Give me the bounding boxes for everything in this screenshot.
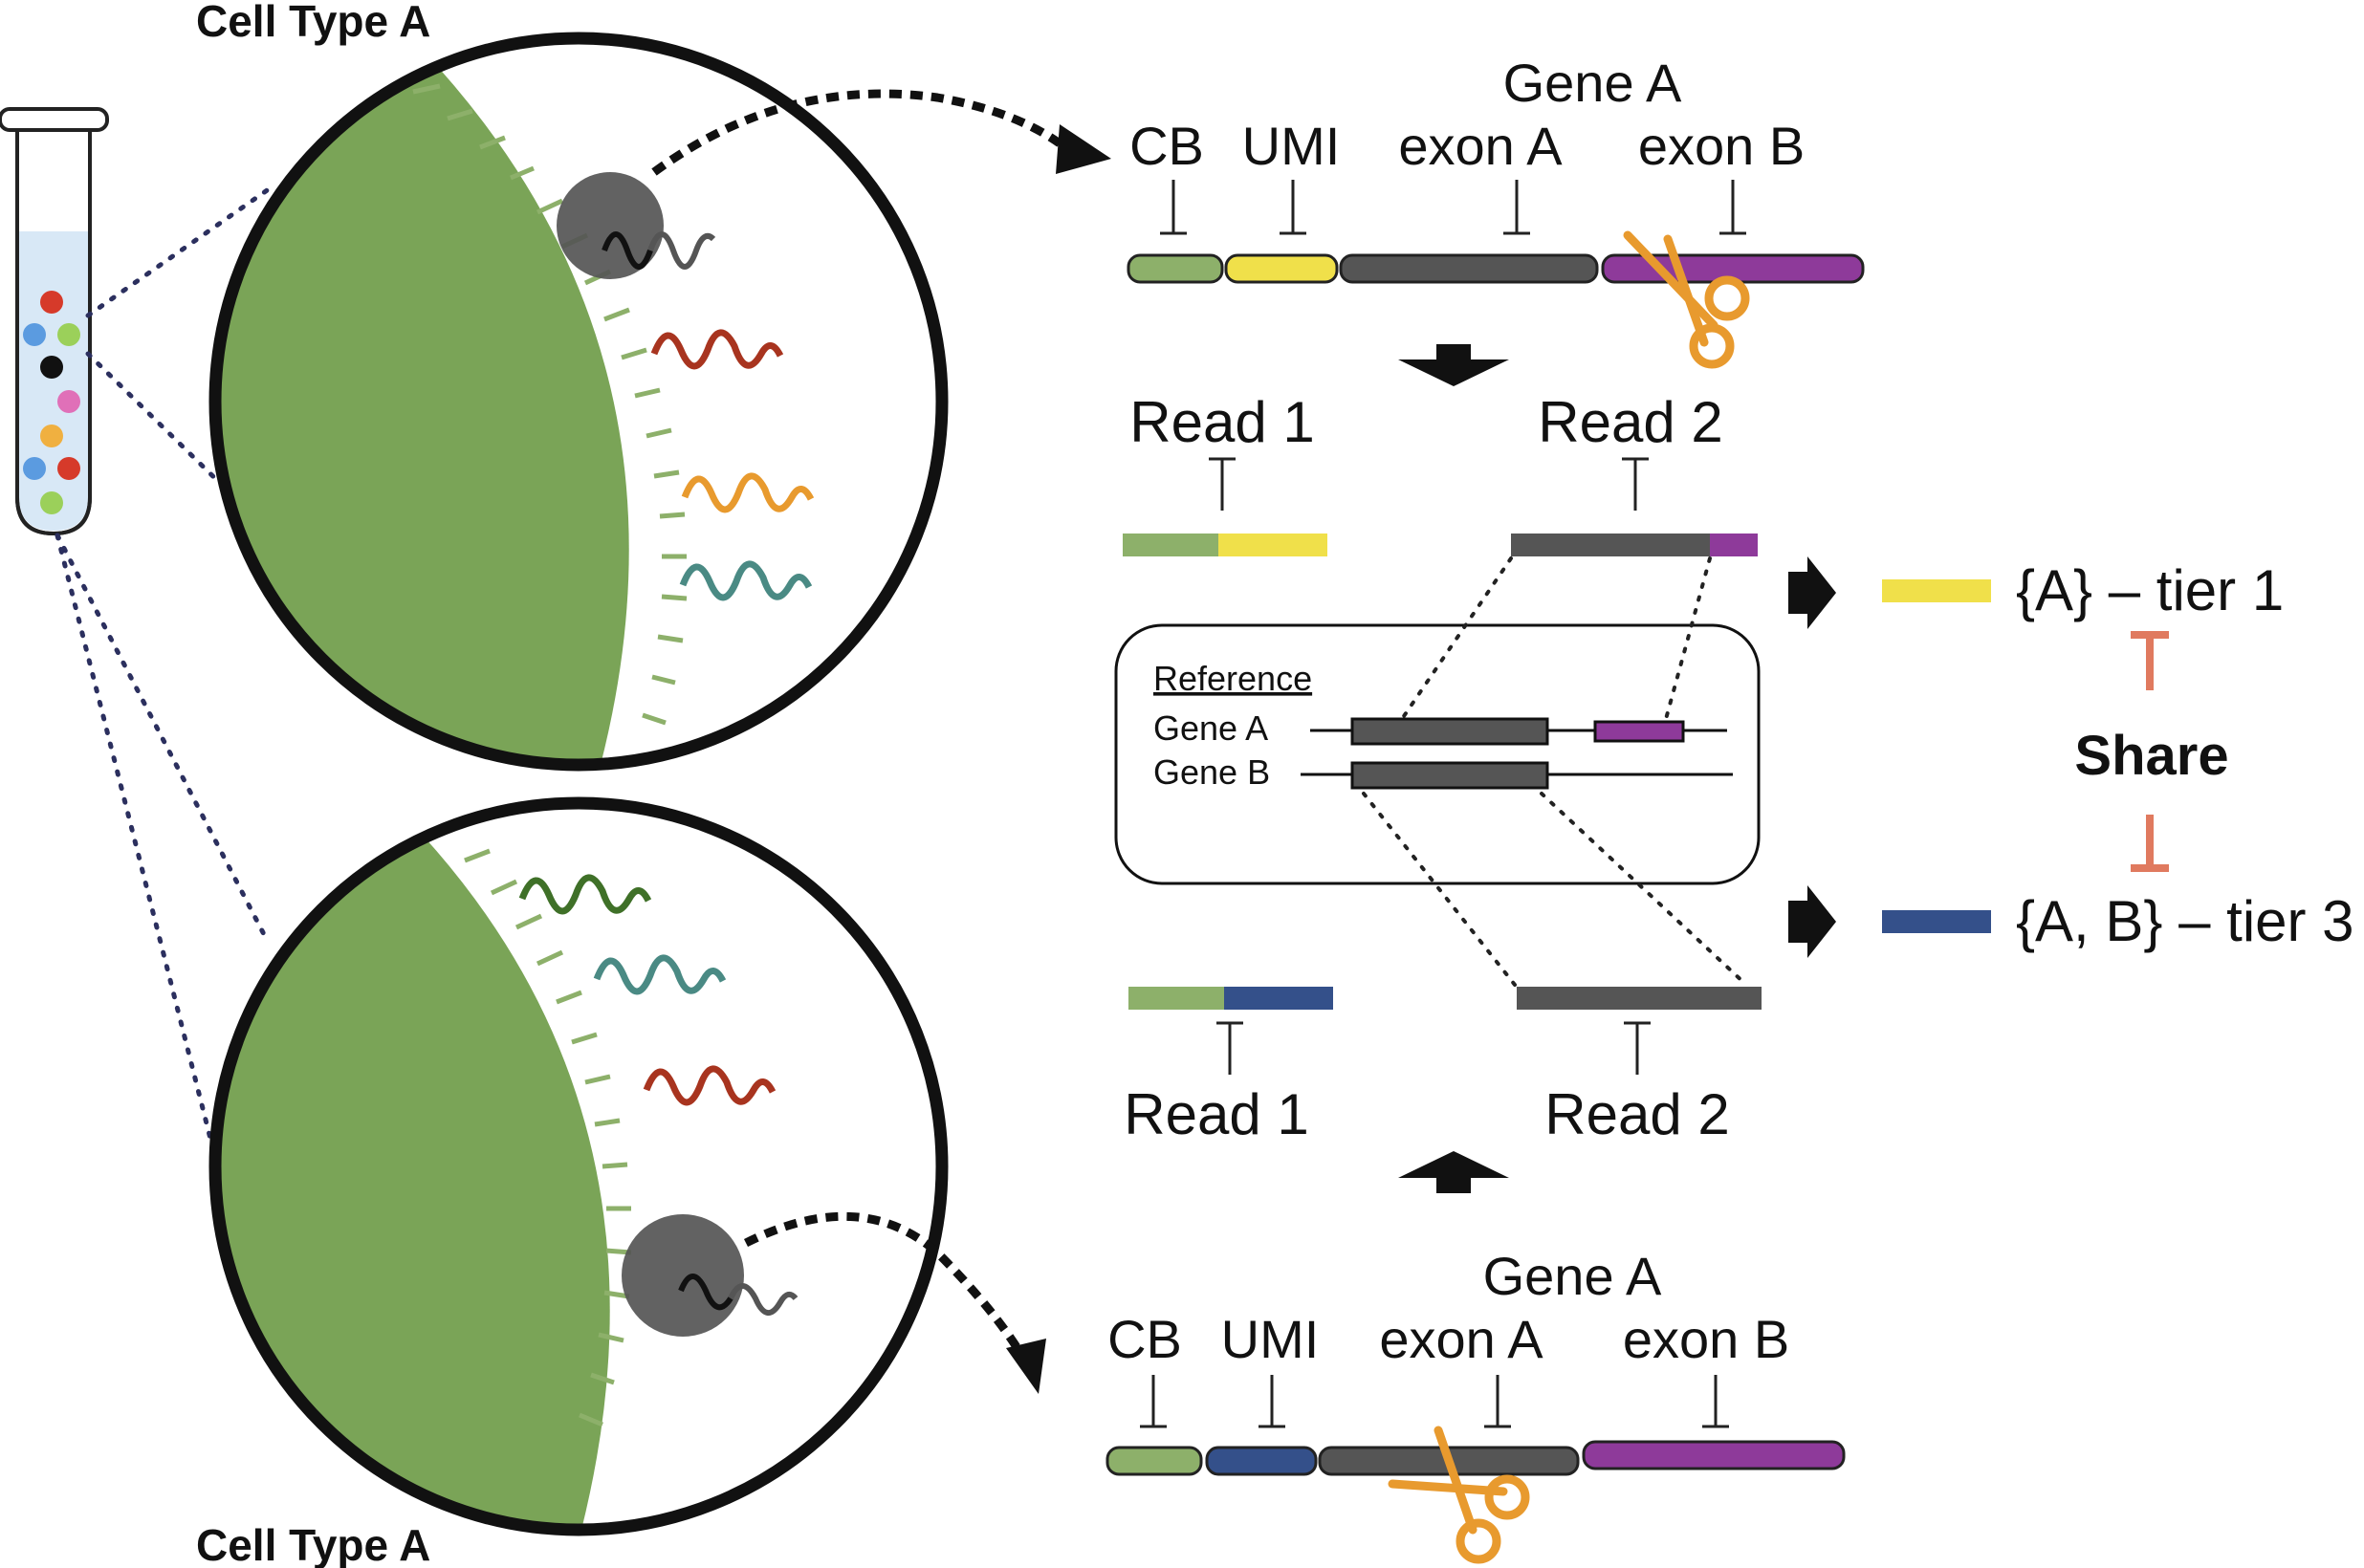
cell-dot <box>40 356 63 379</box>
alignment-lines <box>1362 556 1748 987</box>
scissors-icon <box>1388 1426 1530 1564</box>
gene-a-exon-b <box>1593 720 1685 743</box>
share-label: Share <box>2074 725 2228 787</box>
tier1-label: {A} – tier 1 <box>2016 558 2284 622</box>
gene-label: Gene A <box>1483 1246 1662 1306</box>
read2-exon-b <box>1710 534 1758 556</box>
read1-label: Read 1 <box>1124 1082 1308 1146</box>
cell-membrane <box>215 38 629 765</box>
segment-label-cb: CB <box>1129 116 1204 176</box>
scissors-icon <box>1623 230 1750 369</box>
segment-label-cb: CB <box>1107 1309 1182 1369</box>
tier1-bar <box>1882 579 1991 602</box>
top-cell-label: Cell Type A <box>196 0 430 46</box>
cell-dot <box>23 323 46 346</box>
zoom-lines <box>55 184 275 1198</box>
arrow-icon <box>1398 1151 1509 1193</box>
arrow-icon <box>1788 556 1836 629</box>
mrna-icon <box>518 874 652 915</box>
mrna-icon <box>650 329 784 370</box>
cell-dot <box>57 323 80 346</box>
segment-label-exon-a: exon A <box>1398 116 1563 176</box>
cell-dot <box>40 291 63 314</box>
arrow-icon <box>1006 1339 1046 1394</box>
read1-umi <box>1218 534 1327 556</box>
top-cell-zoom <box>208 32 949 772</box>
mrna-icon <box>681 472 815 513</box>
cell-dot <box>40 491 63 514</box>
segment-label-exon-a: exon A <box>1379 1309 1543 1369</box>
cell-dot <box>40 425 63 447</box>
read1-cb <box>1128 987 1224 1010</box>
reference-title: Reference <box>1153 659 1312 698</box>
capture-arrow-bottom <box>743 1211 1046 1394</box>
cb-segment <box>1127 253 1224 284</box>
share-connector <box>2131 631 2169 872</box>
gene-a-exon-a <box>1350 717 1549 746</box>
gene-label: Gene A <box>1503 53 1682 113</box>
mrna-icon <box>643 1065 777 1106</box>
bead-icon <box>557 172 664 279</box>
read1-umi <box>1224 987 1333 1010</box>
segment-label-umi: UMI <box>1221 1309 1320 1369</box>
tier3-bar <box>1882 910 1991 933</box>
bottom-reads: Read 1 Read 2 <box>1124 987 1762 1146</box>
read2-exon-a <box>1517 987 1762 1010</box>
segment-label-umi: UMI <box>1242 116 1341 176</box>
umi-segment <box>1224 253 1339 284</box>
mrna-icon <box>679 560 813 601</box>
reference-box: Reference Gene A Gene B <box>1114 623 1761 885</box>
top-reads: Read 1 Read 2 <box>1123 390 1758 556</box>
cell-dot <box>23 457 46 480</box>
read2-label: Read 2 <box>1538 390 1722 454</box>
arrow-icon <box>1398 344 1509 386</box>
exon-b-segment <box>1582 1440 1846 1470</box>
read1-cb <box>1123 534 1218 556</box>
segment-label-exon-b: exon B <box>1638 116 1805 176</box>
exon-a-segment <box>1339 253 1599 284</box>
bottom-cell-label: Cell Type A <box>196 1520 430 1568</box>
reference-gene-a: Gene A <box>1153 708 1268 748</box>
read2-label: Read 2 <box>1544 1082 1729 1146</box>
read2-exon-a <box>1511 534 1710 556</box>
top-molecule: Gene A CB UMI exon A exon B <box>1127 53 1865 369</box>
cell-dot <box>57 457 80 480</box>
bottom-molecule: Gene A CB UMI exon A exon B <box>1105 1246 1846 1564</box>
bottom-cell-zoom <box>208 796 949 1536</box>
capture-arrow-top <box>651 89 1111 176</box>
test-tube-icon <box>0 107 109 536</box>
cell-dot <box>57 390 80 413</box>
arrow-icon <box>1056 124 1111 174</box>
mrna-icon <box>593 954 727 995</box>
umi-segment <box>1205 1446 1318 1476</box>
tier3-label: {A, B} – tier 3 <box>2016 889 2354 953</box>
cell-membrane <box>215 803 610 1530</box>
results: {A} – tier 1 {A, B} – tier 3 Share <box>1882 558 2354 953</box>
reference-gene-b: Gene B <box>1153 752 1270 792</box>
arrow-icon <box>1788 885 1836 958</box>
segment-label-exon-b: exon B <box>1623 1309 1789 1369</box>
bead-icon <box>622 1214 744 1337</box>
gene-b-exon <box>1350 761 1549 790</box>
cb-segment <box>1105 1446 1203 1476</box>
read1-label: Read 1 <box>1129 390 1314 454</box>
